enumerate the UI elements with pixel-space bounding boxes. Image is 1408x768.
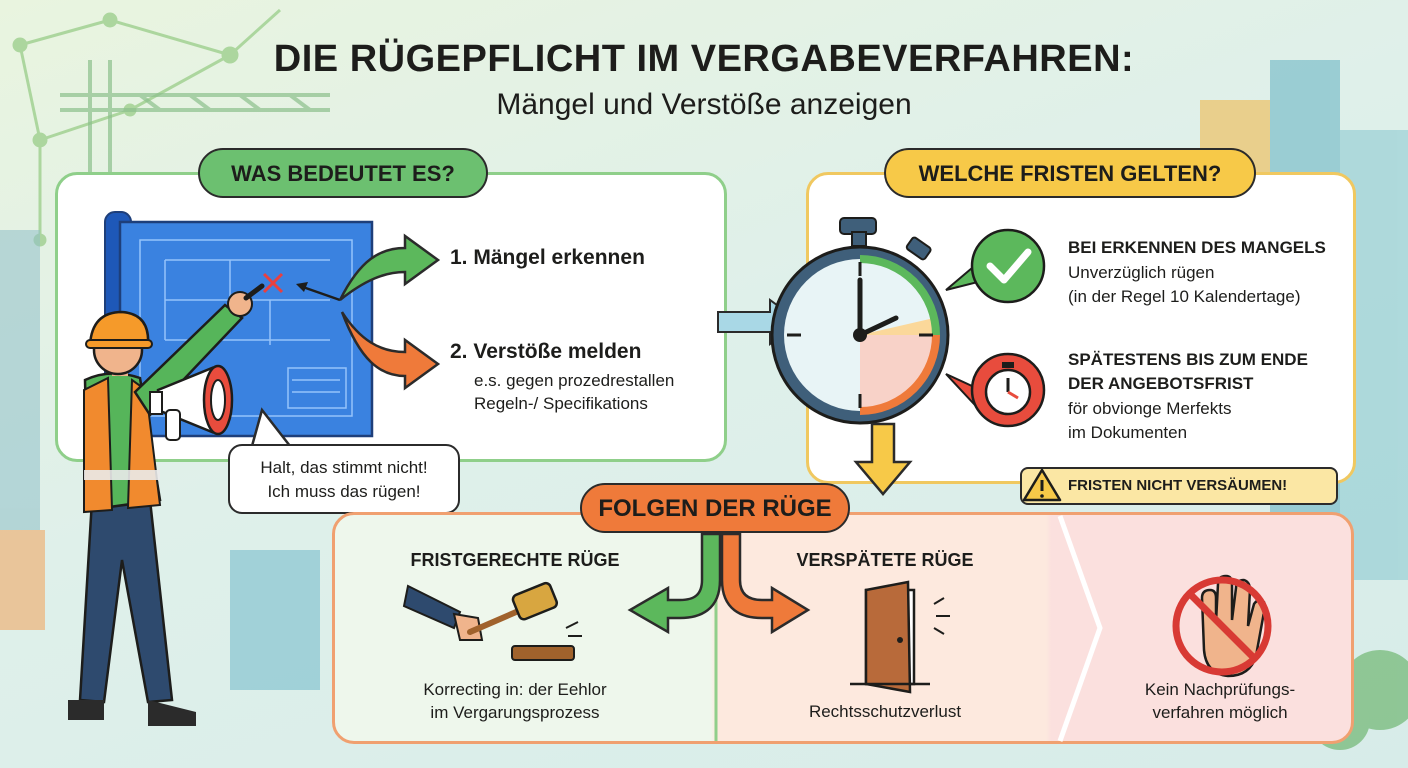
deadline-1-text-1: Unverzüglich rügen <box>1068 263 1215 282</box>
late-caption: Rechtsschutzverlust <box>808 702 962 721</box>
deadline-2-title-1: SPÄTESTENS BIS ZUM ENDE <box>1068 350 1308 369</box>
step-2-detail-2: Regeln-/ Specifikations <box>474 394 648 413</box>
timely-caption-2: im Vergarungsprozess <box>430 703 600 722</box>
result-caption-2: verfahren möglich <box>1152 703 1288 722</box>
step-2-label: 2. Verstöße melden <box>450 340 642 363</box>
deadline-2-title-2: DER ANGEBOTSFRIST <box>1068 374 1254 393</box>
deadline-2-text-2: im Dokumenten <box>1068 423 1188 442</box>
checkmark-icon <box>945 228 1046 304</box>
step-1-label: 1. Mängel erkennen <box>450 246 645 269</box>
consequences-panel <box>332 512 1354 744</box>
page-subtitle: Mängel und Verstöße anzeigen <box>496 88 912 121</box>
timely-caption: Korrecting in: der Eehlor im Vergarungsp… <box>370 678 660 724</box>
speech-line-2: Ich muss das rügen! <box>267 482 421 501</box>
deadline-1-text-2: (in der Regel 10 Kalendertage) <box>1068 287 1301 306</box>
late-title: VERSPÄTETE RÜGE <box>796 550 974 570</box>
step-2-detail-1: e.s. gegen prozedrestallen <box>474 371 675 390</box>
alarm-clock-icon <box>945 352 1046 428</box>
consequences-heading: FOLGEN DER RÜGE <box>580 483 850 533</box>
speech-bubble: Halt, das stimmt nicht! Ich muss das rüg… <box>228 444 460 514</box>
speech-line-1: Halt, das stimmt nicht! <box>260 458 428 477</box>
deadline-2-text-1: för obvionge Merfekts <box>1068 399 1232 418</box>
timely-title: FRISTGERECHTE RÜGE <box>410 550 620 570</box>
result-caption-1: Kein Nachprüfungs- <box>1144 680 1296 699</box>
warning-banner: FRISTEN NICHT VERSÄUMEN! <box>1020 467 1338 505</box>
deadlines-heading: WELCHE FRISTEN GELTEN? <box>884 148 1256 198</box>
page-title: DIE RÜGEPFLICHT IM VERGABEVERFAHREN: <box>273 38 1135 80</box>
result-caption: Kein Nachprüfungs- verfahren möglich <box>1100 678 1340 724</box>
deadline-1-title: BEI ERKENNEN DES MANGELS <box>1068 238 1326 257</box>
meaning-heading: WAS BEDEUTET ES? <box>198 148 488 198</box>
timely-caption-1: Korrecting in: der Eehlor <box>423 680 607 699</box>
